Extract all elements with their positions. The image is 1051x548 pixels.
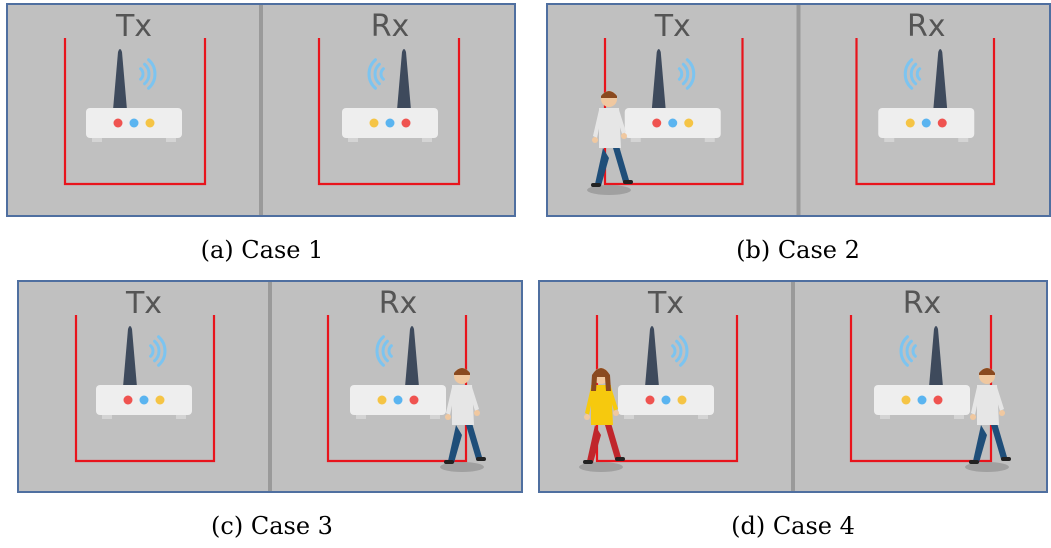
led-yellow-icon	[684, 118, 694, 128]
wifi-signal-icon	[671, 335, 689, 367]
room-label-tx: Tx	[115, 9, 152, 44]
caption-case-1: (a) Case 1	[200, 236, 324, 264]
wifi-signal-icon	[899, 335, 917, 367]
led-yellow-icon	[905, 118, 915, 128]
wifi-signal-icon	[677, 58, 696, 90]
wifi-signal-icon	[149, 335, 167, 367]
router-tx-icon	[624, 49, 721, 142]
man-walking-icon	[965, 368, 1011, 472]
led-yellow-icon	[155, 395, 165, 405]
room-tx: Tx	[579, 286, 739, 472]
room-tx: Tx	[74, 286, 216, 463]
antenna-icon	[123, 326, 137, 387]
led-blue-icon	[385, 118, 395, 128]
led-blue-icon	[139, 395, 149, 405]
panel-case-2: Tx Rx	[546, 3, 1051, 217]
room-tx: Tx	[63, 9, 207, 186]
wifi-signal-icon	[375, 335, 393, 367]
led-blue-icon	[661, 395, 671, 405]
caption-case-3: (c) Case 3	[211, 512, 333, 540]
router-tx-icon	[86, 49, 182, 142]
led-blue-icon	[393, 395, 403, 405]
antenna-icon	[405, 326, 419, 387]
led-red-icon	[113, 118, 123, 128]
antenna-icon	[645, 326, 659, 387]
antenna-icon	[397, 49, 411, 110]
wifi-signal-icon	[903, 58, 922, 90]
sensing-boundary	[317, 38, 461, 186]
led-yellow-icon	[369, 118, 379, 128]
led-yellow-icon	[377, 395, 387, 405]
led-yellow-icon	[677, 395, 687, 405]
router-rx-icon	[342, 49, 438, 142]
wifi-signal-icon	[367, 58, 385, 90]
antenna-icon	[929, 326, 943, 387]
room-rx: Rx	[317, 9, 461, 186]
led-red-icon	[937, 118, 947, 128]
panel-case-1: Tx Rx	[6, 3, 516, 217]
led-red-icon	[645, 395, 655, 405]
room-rx: Rx	[326, 286, 486, 472]
room-label-rx: Rx	[907, 9, 946, 44]
caption-case-2: (b) Case 2	[736, 236, 860, 264]
antenna-icon	[933, 49, 948, 110]
led-red-icon	[933, 395, 943, 405]
panel-case-4: Tx Rx	[538, 280, 1048, 493]
router-rx-icon	[874, 326, 970, 419]
room-tx: Tx	[587, 9, 744, 195]
room-label-tx: Tx	[654, 9, 691, 44]
wifi-signal-icon	[139, 58, 157, 90]
sensing-boundary	[74, 315, 216, 463]
router-rx-icon	[350, 326, 446, 419]
room-label-tx: Tx	[125, 286, 162, 321]
led-yellow-icon	[145, 118, 155, 128]
led-red-icon	[409, 395, 419, 405]
led-blue-icon	[921, 118, 931, 128]
panel-case-3: Tx Rx	[17, 280, 523, 493]
led-blue-icon	[668, 118, 678, 128]
led-red-icon	[123, 395, 133, 405]
led-blue-icon	[129, 118, 139, 128]
man-walking-icon	[587, 91, 633, 195]
router-tx-icon	[96, 326, 192, 419]
sensing-boundary	[63, 38, 207, 186]
led-yellow-icon	[901, 395, 911, 405]
room-label-rx: Rx	[371, 9, 410, 44]
antenna-icon	[651, 49, 666, 110]
sensing-boundary	[855, 38, 996, 186]
room-label-rx: Rx	[903, 286, 942, 321]
router-rx-icon	[878, 49, 975, 142]
led-red-icon	[401, 118, 411, 128]
led-red-icon	[652, 118, 662, 128]
led-blue-icon	[917, 395, 927, 405]
room-rx: Rx	[855, 9, 996, 186]
room-label-tx: Tx	[647, 286, 684, 321]
router-tx-icon	[618, 326, 714, 419]
room-label-rx: Rx	[379, 286, 418, 321]
man-walking-icon	[440, 368, 486, 472]
antenna-icon	[113, 49, 127, 110]
room-rx: Rx	[849, 286, 1011, 472]
caption-case-4: (d) Case 4	[731, 512, 855, 540]
woman-walking-icon	[579, 368, 625, 472]
